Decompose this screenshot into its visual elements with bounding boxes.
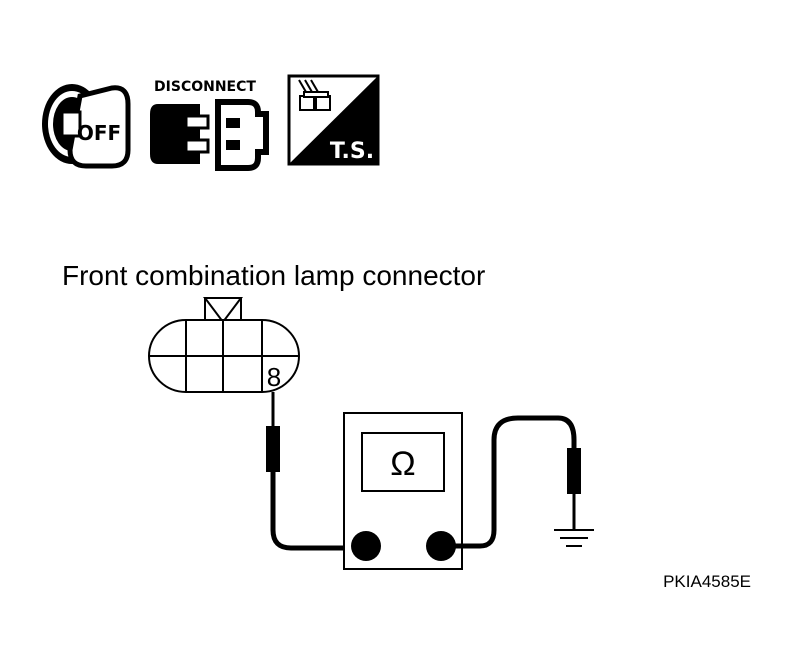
ohm-symbol: Ω [390,445,415,483]
terminal-number: 8 [267,362,281,392]
connector-title: Front combination lamp connector [62,260,485,291]
ground-icon [554,529,594,547]
ignition-key-off-icon: OFF [42,84,131,169]
tester-label: T.S. [330,139,374,164]
right-test-probe [441,415,581,549]
left-test-probe [266,392,366,551]
figure-code: PKIA4585E [663,572,751,591]
ohmmeter: Ω [343,412,463,570]
connector-disconnect-icon: DISCONNECT [150,79,269,171]
disconnect-label: DISCONNECT [154,79,256,95]
front-combination-lamp-connector: 8 [148,297,300,393]
ignition-key-label: OFF [77,121,121,145]
connector-tester-ts-icon: T.S. [287,74,380,166]
meter-display [361,432,445,492]
meter-terminal-left [351,531,381,561]
